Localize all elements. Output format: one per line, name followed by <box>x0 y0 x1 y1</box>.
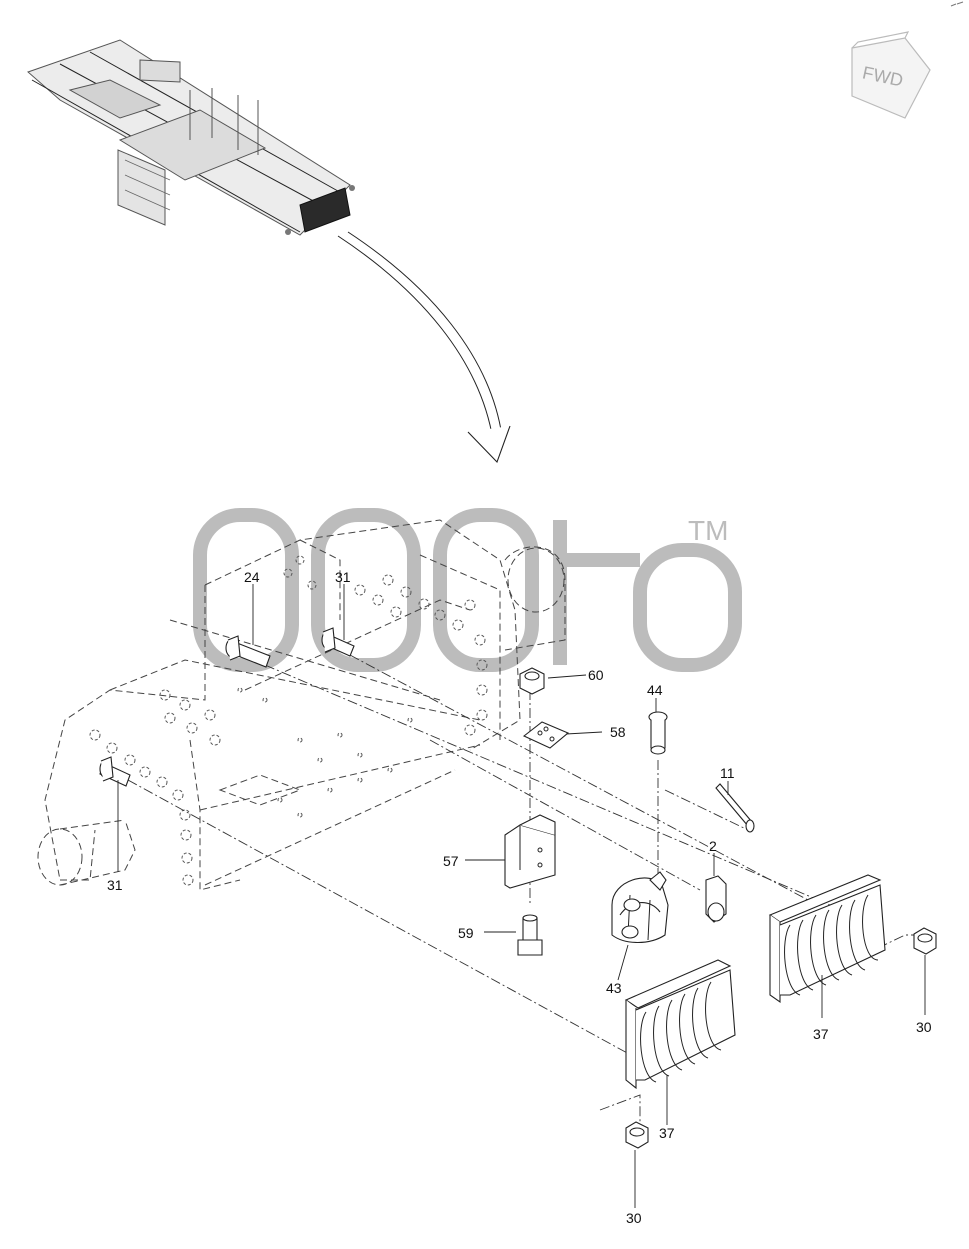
callout-59: 59 <box>458 925 474 941</box>
watermark-tm: TM <box>688 515 728 546</box>
callout-43: 43 <box>606 980 622 996</box>
leader-lines <box>127 654 920 1125</box>
pin-44 <box>648 711 668 755</box>
bushing-2 <box>705 875 727 923</box>
callout-leaders <box>117 584 926 1208</box>
nut-60 <box>519 667 545 695</box>
plate-58 <box>522 721 570 749</box>
bolt-59 <box>517 914 543 956</box>
bolt-31-left <box>99 756 131 787</box>
callout-30-bottom: 30 <box>626 1210 642 1226</box>
guard-37-bottom <box>624 959 736 1090</box>
fwd-direction-tag: FWD <box>851 31 931 119</box>
nut-30-bottom <box>625 1121 649 1149</box>
callout-57: 57 <box>443 853 459 869</box>
corner-marks <box>950 1 964 7</box>
callout-44: 44 <box>647 682 663 698</box>
watermark-logo: TM <box>193 508 742 672</box>
callout-37-right: 37 <box>813 1026 829 1042</box>
callout-31-left: 31 <box>107 877 123 893</box>
callout-60: 60 <box>588 667 604 683</box>
callout-31-top: 31 <box>335 569 351 585</box>
nut-30-right <box>913 927 937 955</box>
callout-2: 2 <box>709 838 717 854</box>
callout-24: 24 <box>244 569 260 585</box>
bolt-24 <box>225 635 271 668</box>
callout-37-bottom: 37 <box>659 1125 675 1141</box>
callout-58: 58 <box>610 724 626 740</box>
clevis-43 <box>611 871 669 944</box>
guard-37-right <box>768 874 886 1004</box>
cotter-pin-11 <box>715 783 755 833</box>
frame-assembly-ghost <box>37 519 566 891</box>
callout-labels: 24 31 31 60 58 44 11 2 57 59 43 37 37 30… <box>107 569 932 1226</box>
bolt-31-top <box>321 627 355 657</box>
chassis-overview-thumbnail <box>27 39 355 236</box>
detail-pointer-arrow <box>337 231 511 464</box>
bracket-57 <box>504 814 556 889</box>
callout-11: 11 <box>720 765 735 781</box>
callout-30-right: 30 <box>916 1019 932 1035</box>
